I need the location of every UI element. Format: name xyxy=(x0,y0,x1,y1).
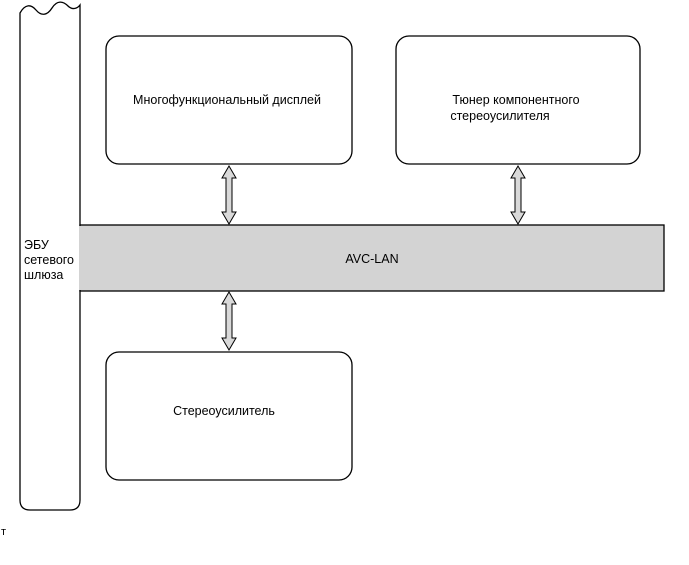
gateway-ecu-outline xyxy=(19,1,81,511)
multifunction-display-box xyxy=(105,35,353,165)
multifunction-display-node: Многофункциональный дисплей xyxy=(105,35,353,165)
avc-lan-bus: AVC-LAN xyxy=(79,224,665,292)
gateway-ecu-label-line-3: шлюза xyxy=(24,268,63,282)
gateway-ecu-box: ЭБУ сетевого шлюза xyxy=(19,1,81,511)
tuner-box xyxy=(395,35,641,165)
tuner-bus-connector-arrow xyxy=(510,165,526,225)
multifunction-display-label: Многофункциональный дисплей xyxy=(133,93,321,107)
tuner-node: Тюнер компонентного стереоусилителя xyxy=(395,35,641,165)
corner-mark: т xyxy=(1,526,6,538)
gateway-ecu-label-line-1: ЭБУ xyxy=(24,238,49,252)
tuner-label-line-2: стереоусилителя xyxy=(450,109,549,123)
tuner-label-line-1: Тюнер компонентного xyxy=(452,93,579,107)
gateway-ecu-label-line-2: сетевого xyxy=(24,253,74,267)
display-bus-connector-arrow xyxy=(221,165,237,225)
stereo-amplifier-label: Стереоусилитель xyxy=(173,404,275,418)
avc-lan-bus-bar xyxy=(79,224,665,292)
amplifier-bus-connector-arrow xyxy=(221,291,237,351)
stereo-amplifier-node: Стереоусилитель xyxy=(105,351,353,481)
stereo-amplifier-box xyxy=(105,351,353,481)
avc-lan-label: AVC-LAN xyxy=(345,252,398,266)
